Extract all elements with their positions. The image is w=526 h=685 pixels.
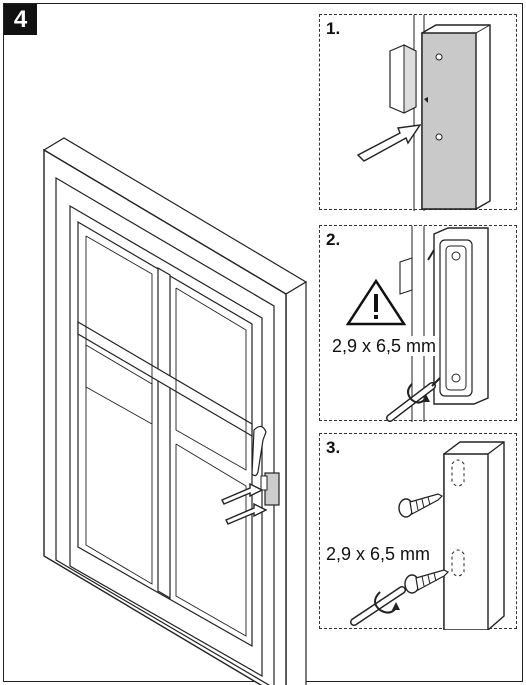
panel-2-label: 2. — [326, 230, 341, 249]
panel-3-label: 3. — [326, 438, 341, 457]
panel-step-1: 1. — [319, 14, 517, 211]
panel-1-illustration — [356, 15, 491, 211]
panel-3-illustration — [350, 441, 505, 630]
warning-triangle-icon — [345, 278, 407, 326]
screw-dimension-label: 2,9 x 6,5 mm — [326, 544, 431, 564]
screw-dimension-label: 2,9 x 6,5 mm — [332, 336, 437, 356]
panel-step-3: 3. 2,9 x 6,5 mm — [319, 433, 517, 630]
screw-icon — [398, 493, 444, 518]
step-number-badge: 4 — [4, 4, 37, 35]
panel-1-label: 1. — [326, 19, 341, 38]
screwdriver-icon — [386, 377, 441, 422]
panel-step-2: 2. 2,9 x 6,5 mm — [319, 225, 517, 422]
panel-2-illustration — [345, 226, 489, 422]
